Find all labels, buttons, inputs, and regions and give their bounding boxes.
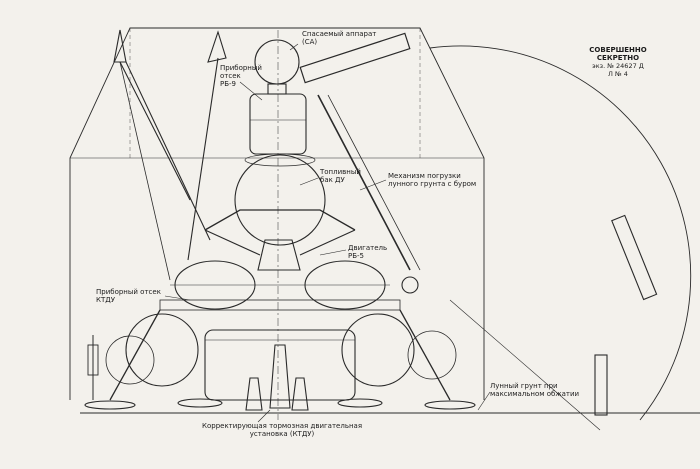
label-fuel-tank: Топливный бак ДУ <box>320 168 361 184</box>
drill-extended <box>611 214 658 301</box>
fuel-tank <box>234 154 326 246</box>
label-ktdu: Корректирующая тормозная двигательная ус… <box>202 422 363 438</box>
engine-nozzle <box>257 239 301 271</box>
stamp-line-3: экз. № 24627 Д <box>592 62 644 70</box>
ktdu-body <box>204 329 356 401</box>
left-antenna-1 <box>113 29 127 63</box>
drill-arm <box>317 94 411 271</box>
label-lunar-soil: Лунный грунт при максимальном обжатии <box>490 382 580 398</box>
ktdu-right-tank <box>341 313 415 387</box>
fairing-outline <box>69 27 485 400</box>
stamp-line-2: СЕКРЕТНО <box>596 54 640 62</box>
label-drill-arm: Механизм погрузки лунного грунта с буром <box>388 172 477 188</box>
drill-head <box>299 32 411 84</box>
label-instrument-bay-ktdu: Приборный отсек КТДУ <box>96 288 161 304</box>
right-landing-leg <box>399 309 451 401</box>
stamp-line-4: Л № 4 <box>608 70 628 78</box>
label-return-capsule: Спасаемый аппарат (СА) <box>302 30 377 46</box>
ktdu-nozzle-2 <box>269 344 291 409</box>
ktdu-left-tank <box>125 313 199 387</box>
ktdu-nozzle-3 <box>291 377 309 411</box>
soil-column <box>594 354 608 416</box>
secrecy-stamp: СОВЕРШЕННО СЕКРЕТНО экз. № 24627 Д Л № 4 <box>588 46 648 78</box>
label-instrument-bay-return: Приборный отсек РБ-9 <box>220 64 262 88</box>
label-engine: Двигатель РБ-5 <box>348 244 388 260</box>
ktdu-nozzle-1 <box>245 377 263 411</box>
drill-swing-arc <box>429 45 692 421</box>
left-antenna-2 <box>207 30 227 63</box>
stamp-line-1: СОВЕРШЕННО <box>589 46 647 54</box>
left-landing-leg <box>109 309 161 401</box>
